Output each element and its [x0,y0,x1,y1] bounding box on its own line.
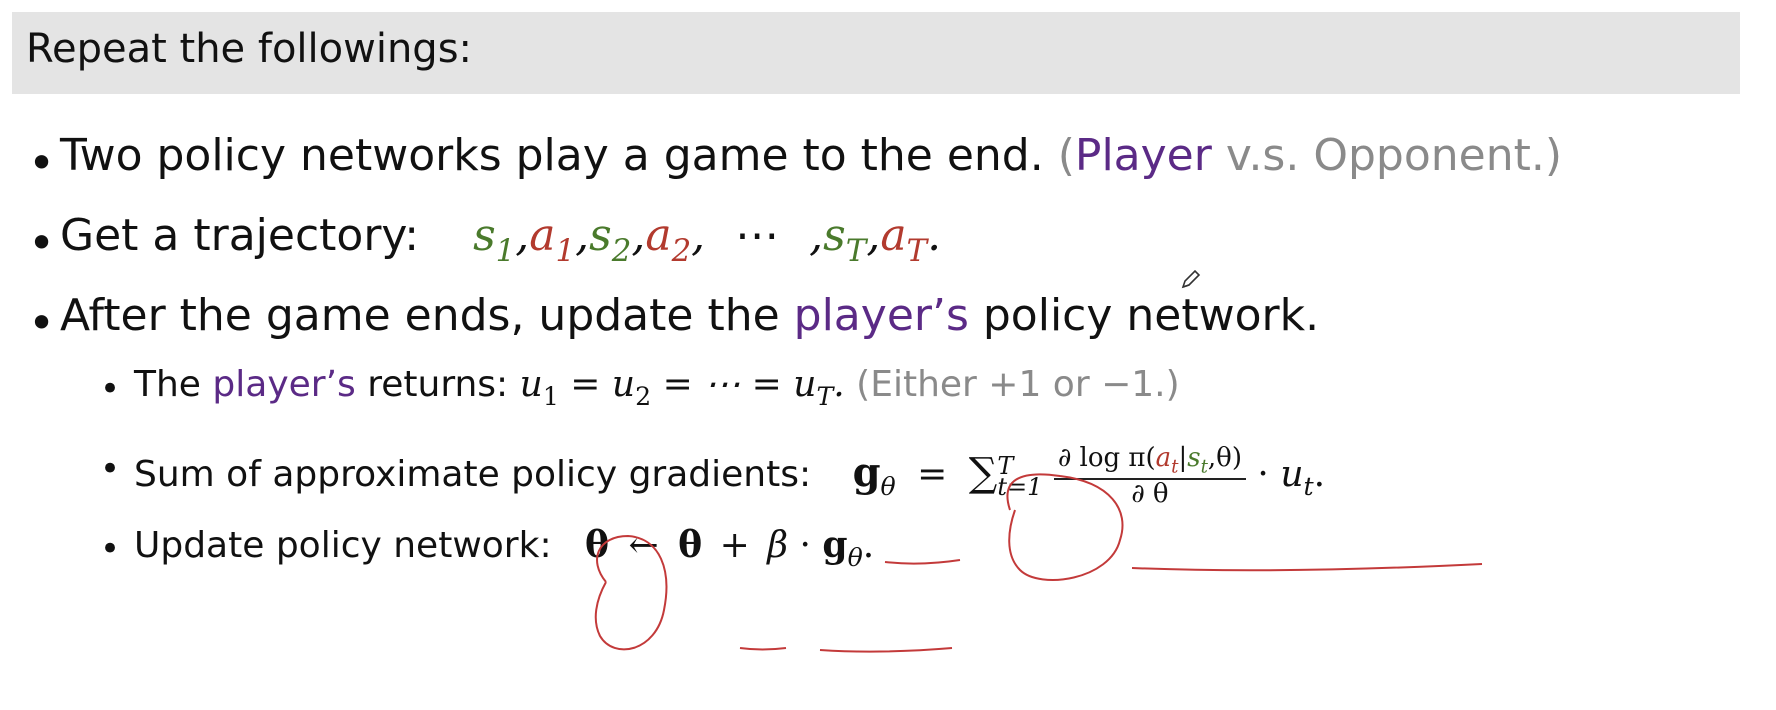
bullet-dot: • [28,216,56,270]
sub-bullet-dot: • [100,449,121,489]
trajectory-label: Get a trajectory: [60,210,420,261]
bullet-3: After the game ends, update the player’s… [60,290,1320,341]
underline-annotation [819,647,953,653]
either-note: (Either +1 or −1.) [856,364,1180,405]
bullet-1-text: Two policy networks play a game to the e… [60,130,1044,181]
sub-bullet-dot: • [100,529,121,569]
update-equation: θ ← θ + β · gθ. [585,524,875,572]
player-word: Player [1074,130,1212,181]
sub-bullet-dot: • [100,369,121,409]
underline-annotation [884,559,961,565]
vs-opponent: v.s. Opponent.) [1211,130,1562,181]
slide-title: Repeat the followings: [26,26,473,72]
paren-open: ( [1057,130,1075,181]
player-word: player’s [212,364,356,405]
sub-bullet-gradient: Sum of approximate policy gradients: gθ … [134,443,1326,510]
returns-equation: u1 = u2 = ⋯ = uT. [519,364,845,411]
bullet-1: Two policy networks play a game to the e… [60,130,1562,181]
sub-bullet-update: Update policy network: θ ← θ + β · gθ. [134,524,875,572]
player-word: player’s [793,290,969,341]
bullet-dot: • [28,296,56,350]
gradient-fraction: ∂ log π(at|st,θ) ∂ θ [1053,443,1246,510]
bullet-dot: • [28,136,56,190]
underline-annotation [739,647,787,651]
underline-annotation [1131,563,1483,572]
trajectory-sequence: s1,a1,s2,a2, ⋯ ,sT,aT. [473,210,942,269]
header-bar [12,12,1740,94]
pen-cursor-icon [1181,269,1201,289]
sub-bullet-returns: The player’s returns: u1 = u2 = ⋯ = uT. … [134,364,1180,411]
bullet-2: Get a trajectory: s1,a1,s2,a2, ⋯ ,sT,aT. [60,210,941,269]
